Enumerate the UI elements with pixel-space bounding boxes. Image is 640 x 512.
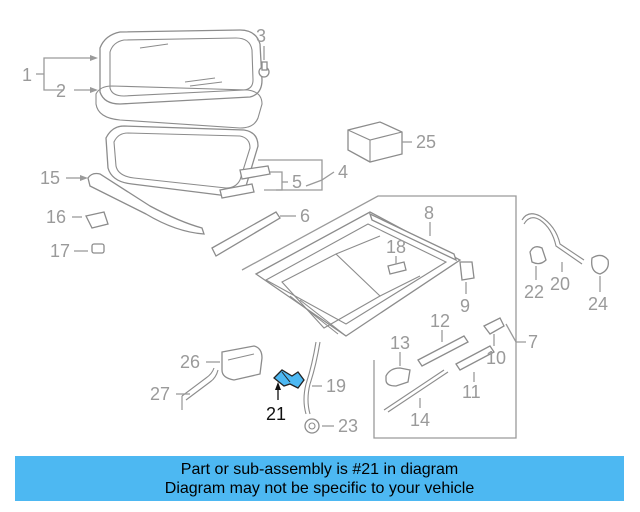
- parts-diagram: 1 2 3 4 5 6 7 8 9 10 11 12 13 14 15 16 1…: [22, 26, 609, 439]
- callout-21[interactable]: 21: [266, 404, 286, 424]
- callout-5: 5: [292, 172, 302, 192]
- callout-19: 19: [326, 376, 346, 396]
- callout-20: 20: [550, 274, 570, 294]
- callout-24: 24: [588, 294, 608, 314]
- callout-1: 1: [22, 65, 32, 85]
- glass-panel-part: [99, 29, 263, 105]
- sunroof-frame-part: [105, 125, 259, 197]
- callout-10: 10: [486, 348, 506, 368]
- sub-assembly-box: [241, 195, 517, 439]
- callout-3: 3: [256, 26, 266, 46]
- pad-part: [85, 211, 109, 229]
- callout-16: 16: [46, 207, 66, 227]
- clip-part: [91, 243, 105, 254]
- callout-26: 26: [180, 352, 200, 372]
- callout-7: 7: [528, 332, 538, 352]
- callout-15: 15: [40, 168, 60, 188]
- callout-9: 9: [460, 296, 470, 316]
- banner-line-1: Part or sub-assembly is #21 in diagram: [180, 460, 459, 478]
- hose-27-part: [181, 367, 219, 410]
- callout-13: 13: [390, 333, 410, 353]
- callout-12: 12: [430, 311, 450, 331]
- banner-line-2: Diagram may not be specific to your vehi…: [164, 479, 475, 497]
- callout-27: 27: [150, 384, 170, 404]
- callout-8: 8: [424, 203, 434, 223]
- callout-4: 4: [338, 162, 348, 182]
- info-banner: Part or sub-assembly is #21 in diagram D…: [15, 456, 624, 501]
- deflector-strip-part: [87, 172, 205, 235]
- callout-14: 14: [410, 410, 430, 430]
- callout-2: 2: [56, 81, 66, 101]
- motor-part: [221, 345, 263, 381]
- side-rail-part: [211, 211, 281, 257]
- grommet-23-part: [304, 418, 320, 434]
- bolt-part: [258, 61, 270, 78]
- control-module-part: [347, 121, 403, 163]
- callout-6: 6: [300, 206, 310, 226]
- glass-seal-part: [95, 85, 263, 129]
- callout-18: 18: [386, 237, 406, 257]
- grommet-part: [529, 246, 547, 265]
- callout-11: 11: [462, 382, 481, 402]
- callout-22: 22: [524, 282, 544, 302]
- callout-labels: 1 2 3 4 5 6 7 8 9 10 11 12 13 14 15 16 1…: [22, 26, 608, 436]
- callout-23: 23: [338, 416, 358, 436]
- tube-19-part: [303, 341, 321, 415]
- highlighted-part-21[interactable]: [273, 369, 305, 389]
- plug-part: [591, 254, 609, 275]
- callout-17: 17: [50, 241, 70, 261]
- guide-pieces-part: [219, 165, 271, 199]
- callout-25: 25: [416, 132, 436, 152]
- drain-hose-part: [521, 213, 585, 265]
- leader-lines: [36, 46, 601, 427]
